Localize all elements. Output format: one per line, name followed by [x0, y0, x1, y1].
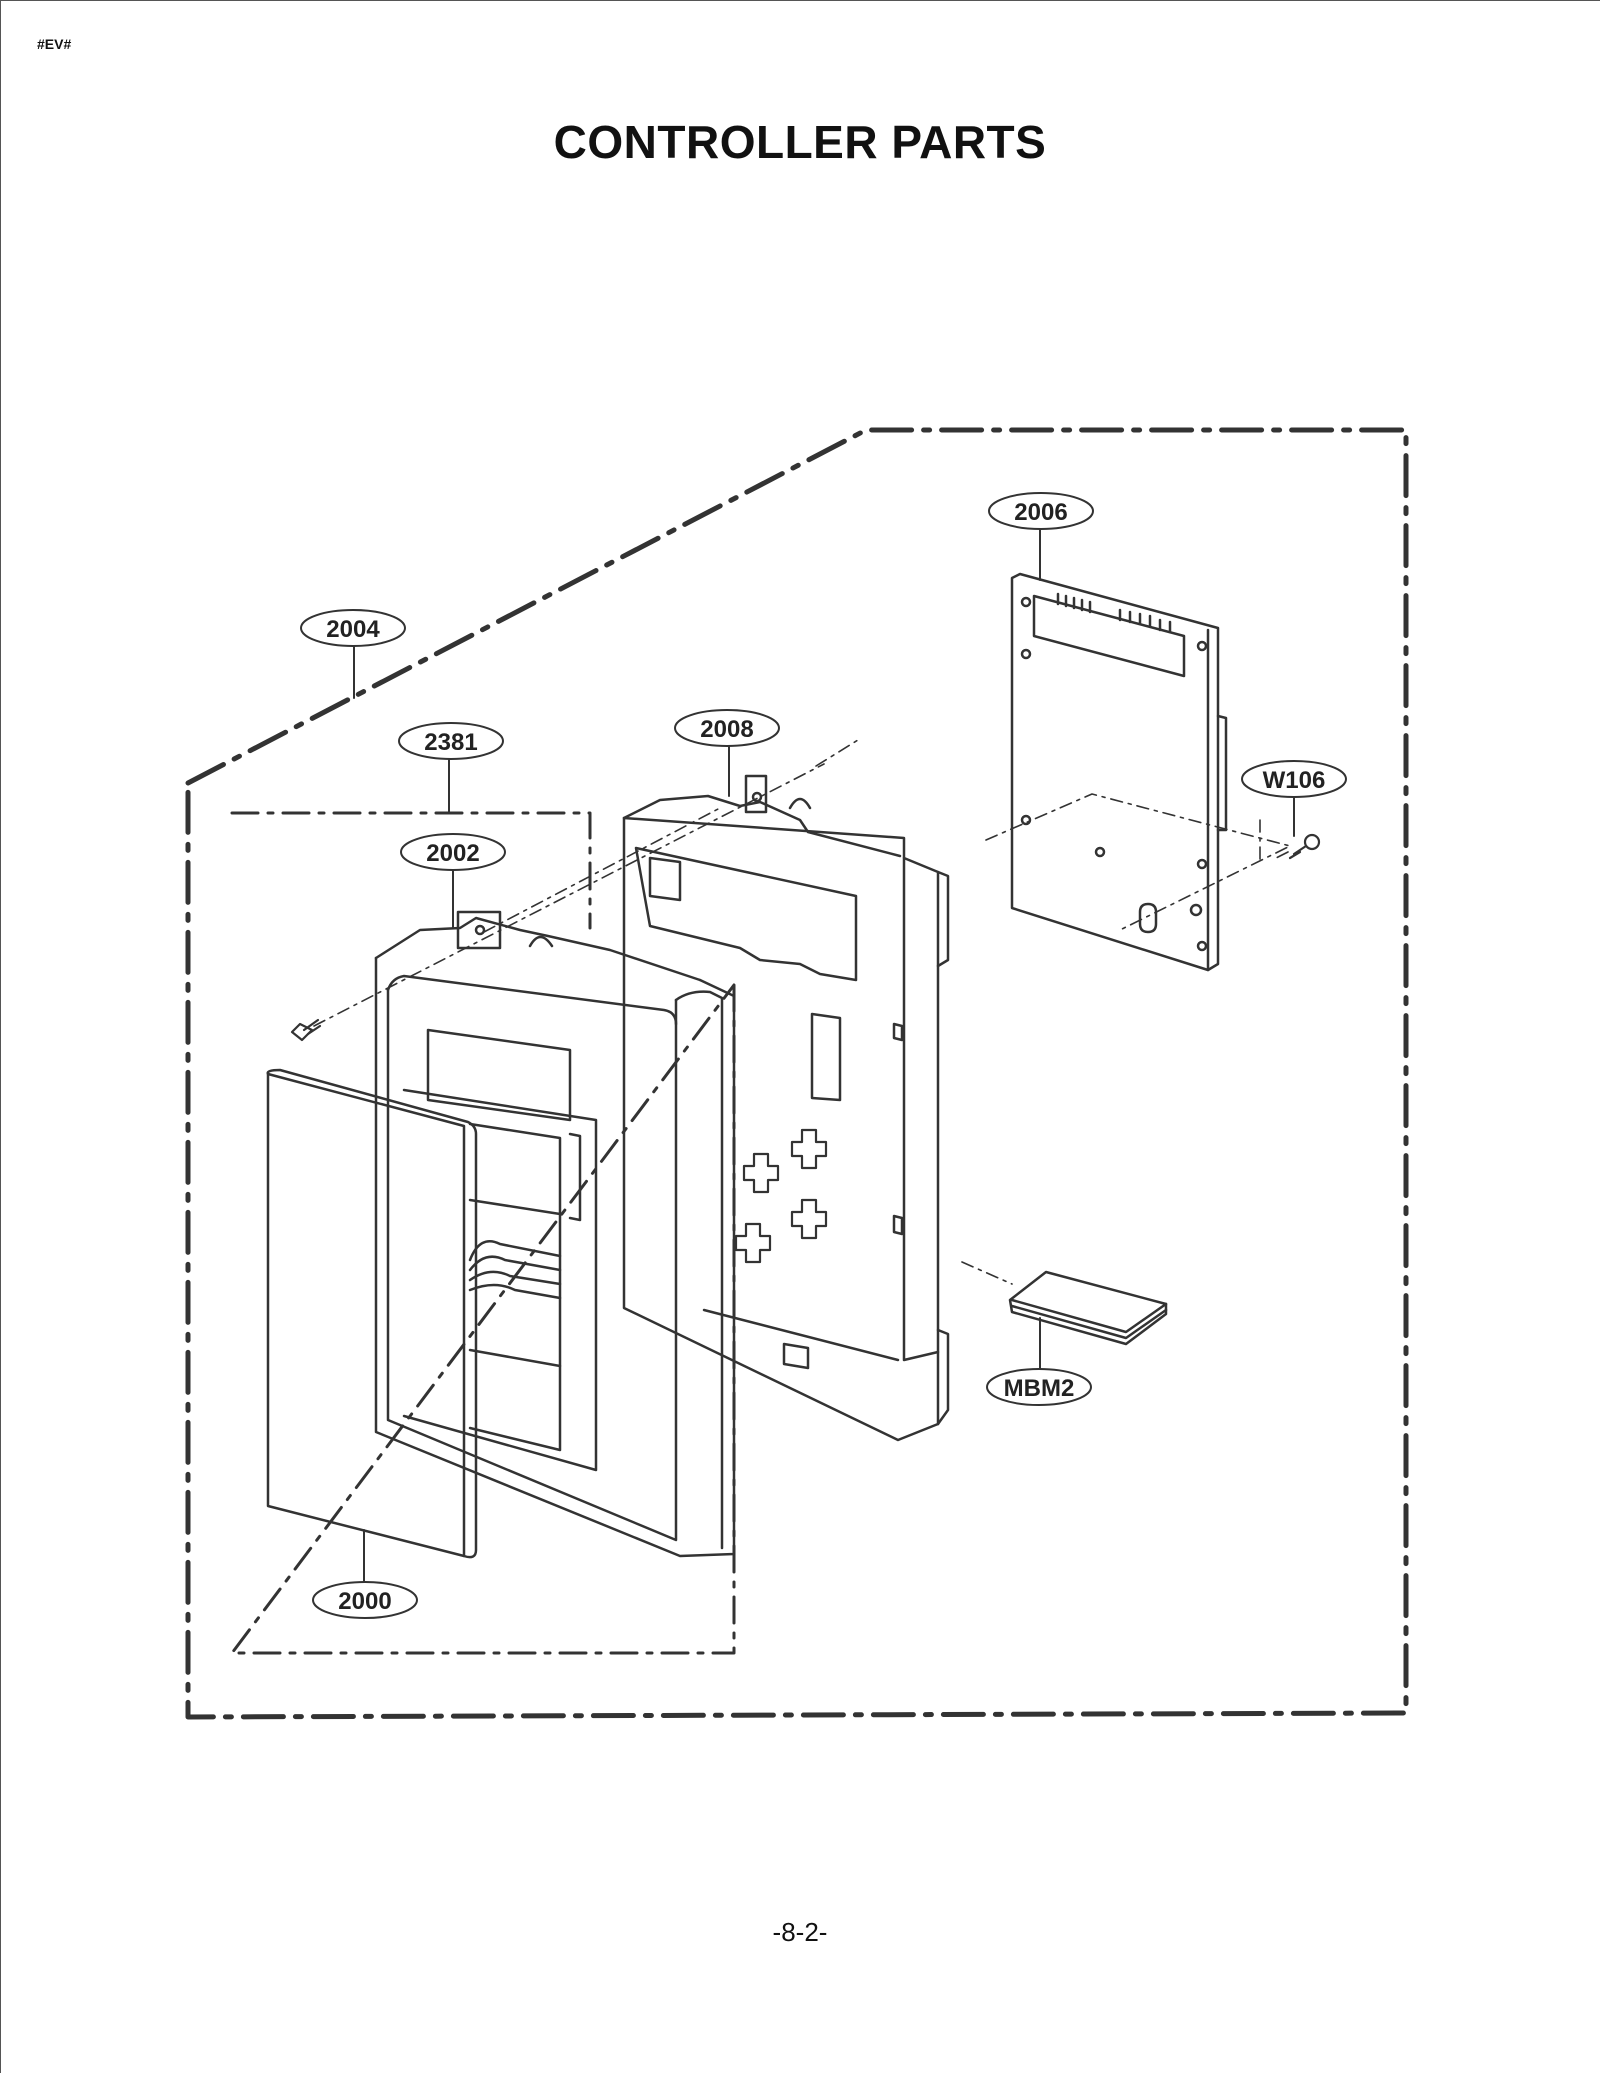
- callout-2008: 2008: [700, 716, 753, 743]
- leader-lines: [353, 526, 1295, 1587]
- control-panel-frame-2002: [374, 910, 736, 1558]
- callout-2000: 2000: [338, 1588, 391, 1615]
- connector-mbm2: [1008, 1270, 1168, 1346]
- pcb-2006: [1010, 572, 1228, 972]
- assembly-boundary-2004: [185, 427, 1409, 1720]
- callout-2381: 2381: [424, 729, 477, 756]
- document-code: #EV#: [37, 36, 72, 52]
- callout-w106: W106: [1263, 767, 1326, 794]
- guide-lines: [313, 739, 1291, 1285]
- screw-w106: [1288, 833, 1321, 860]
- page-number: -8-2-: [772, 1917, 828, 1947]
- assembly-boundary-2381: [230, 811, 736, 1655]
- callout-2004: 2004: [326, 616, 380, 643]
- callout-ellipses: [300, 492, 1347, 1619]
- controller-bracket-2008: [622, 774, 950, 1442]
- cover-panel-2000: [266, 1068, 478, 1559]
- keypad-cutouts: [734, 1128, 828, 1264]
- callout-2002: 2002: [426, 840, 479, 867]
- callout-mbm2: MBM2: [1004, 1375, 1075, 1402]
- callout-2006: 2006: [1014, 499, 1067, 526]
- page-title: CONTROLLER PARTS: [553, 116, 1047, 168]
- screw-left: [290, 1018, 322, 1042]
